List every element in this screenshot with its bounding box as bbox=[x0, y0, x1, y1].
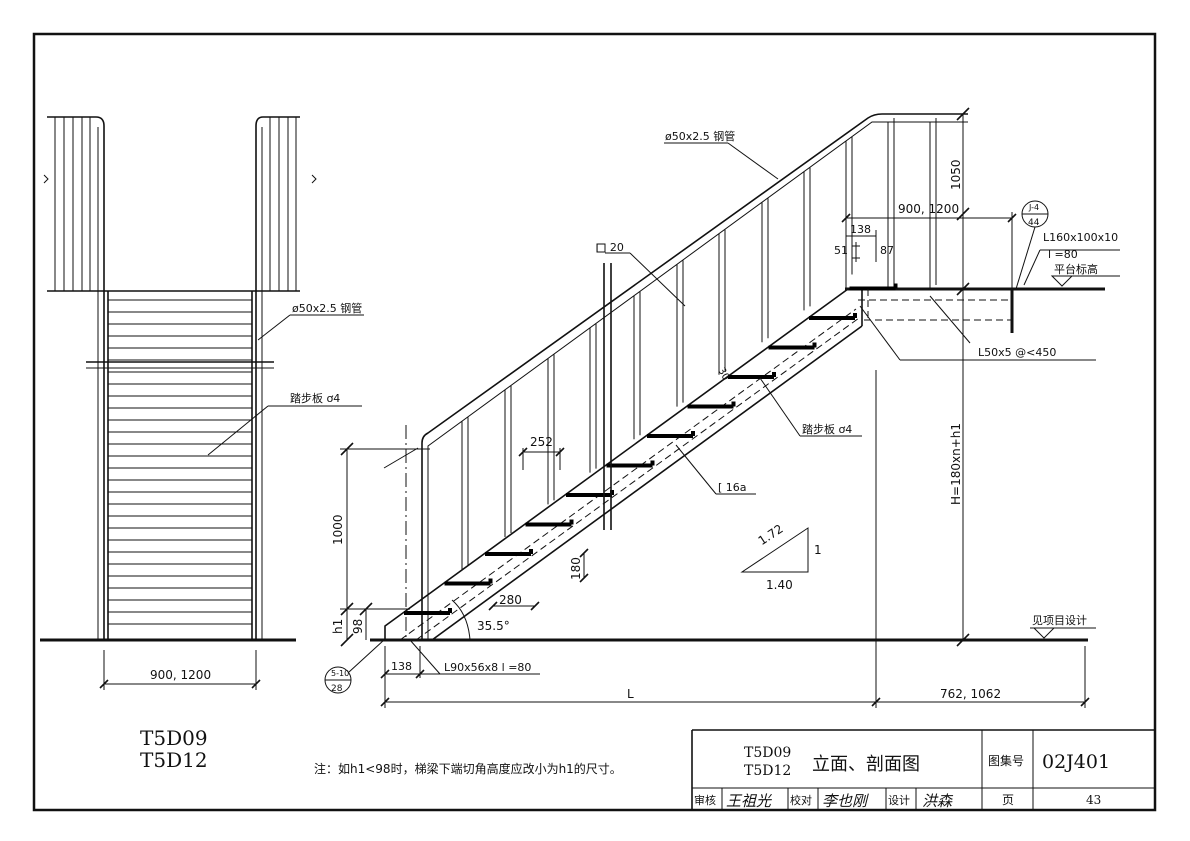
dim-138-bottom: 138 bbox=[391, 660, 412, 673]
tb-code-2: T5D12 bbox=[744, 763, 791, 779]
dim-180: 180 bbox=[569, 557, 583, 580]
tb-title: 立面、剖面图 bbox=[812, 754, 920, 775]
detail-top-lower: 44 bbox=[1028, 218, 1040, 228]
dim-51: 51 bbox=[834, 244, 848, 257]
dim-87: 87 bbox=[880, 244, 894, 257]
tb-review-sig: 王祖光 bbox=[726, 792, 772, 810]
tb-design-label: 设计 bbox=[888, 794, 910, 807]
stringer-label: [ 16a bbox=[718, 481, 747, 494]
title-block: T5D09 T5D12 立面、剖面图 图集号 02J401 审核 王祖光 校对 … bbox=[691, 729, 1155, 810]
top-angle-length: l =80 bbox=[1048, 248, 1078, 261]
stair-code-1: T5D09 bbox=[140, 726, 208, 750]
detail-bottom-upper: 5-10 bbox=[331, 669, 349, 678]
dim-height-formula: H=180xn+h1 bbox=[949, 423, 963, 505]
tb-design-sig: 洪森 bbox=[922, 792, 954, 810]
ground-level-label: 见项目设计 bbox=[1032, 614, 1087, 627]
dim-762: 762, 1062 bbox=[940, 687, 1001, 701]
dim-280: 280 bbox=[499, 593, 522, 607]
sheet-border bbox=[32, 32, 1157, 812]
dim-rail-height: 1050 bbox=[949, 159, 963, 190]
bottom-angle-label: L90x56x8 l =80 bbox=[444, 661, 531, 674]
slope-angle: 35.5° bbox=[477, 619, 510, 633]
front-width-dim: 900, 1200 bbox=[150, 668, 211, 682]
front-tread-label: 踏步板 ơ4 bbox=[290, 391, 340, 405]
tb-review-label: 审核 bbox=[694, 793, 716, 807]
tb-check-sig: 李也刚 bbox=[822, 792, 869, 810]
slope-hyp: 1.72 bbox=[756, 522, 786, 548]
tb-atlas-no: 02J401 bbox=[1042, 751, 1110, 773]
front-elevation-view: ø50x2.5 钢管 踏步板 ơ4 900, 1200 bbox=[40, 116, 364, 690]
slope-run: 1.40 bbox=[766, 578, 793, 592]
tb-check-label: 校对 bbox=[790, 793, 812, 807]
side-elevation-view: ø50x2.5 钢管 □ 20 踏步板 ơ4 [ 16a L160x100x10… bbox=[324, 107, 1120, 708]
dim-L: L bbox=[627, 687, 634, 701]
post-label: □ 20 bbox=[596, 241, 624, 254]
note-text: 注：如h1<98时，梯梁下端切角高度应改小为h1的尺寸。 bbox=[314, 761, 622, 776]
dim-30: 30 bbox=[715, 366, 731, 383]
top-angle-label: L160x100x10 bbox=[1043, 231, 1118, 244]
tb-page-no: 43 bbox=[1086, 793, 1101, 807]
front-handrail-label: ø50x2.5 钢管 bbox=[292, 301, 362, 315]
tb-code-1: T5D09 bbox=[744, 745, 791, 761]
dim-h1: h1 bbox=[331, 619, 345, 634]
handrail-label: ø50x2.5 钢管 bbox=[665, 129, 735, 143]
dim-252: 252 bbox=[530, 435, 553, 449]
dim-platform-width: 900, 1200 bbox=[898, 202, 959, 216]
tb-page-label: 页 bbox=[1002, 793, 1014, 807]
tread-label: 踏步板 ơ4 bbox=[802, 422, 852, 436]
detail-top-upper: J-4 bbox=[1028, 203, 1039, 212]
detail-bottom-lower: 28 bbox=[331, 684, 343, 694]
dim-98: 98 bbox=[351, 619, 365, 634]
tb-atlas-label: 图集号 bbox=[988, 753, 1024, 768]
dim-1000: 1000 bbox=[331, 514, 345, 545]
brace-label: L50x5 @<450 bbox=[978, 346, 1056, 359]
dim-138-top: 138 bbox=[850, 223, 871, 236]
slope-rise: 1 bbox=[814, 543, 822, 557]
stair-code-2: T5D12 bbox=[140, 748, 208, 772]
platform-level-label: 平台标高 bbox=[1054, 262, 1098, 276]
